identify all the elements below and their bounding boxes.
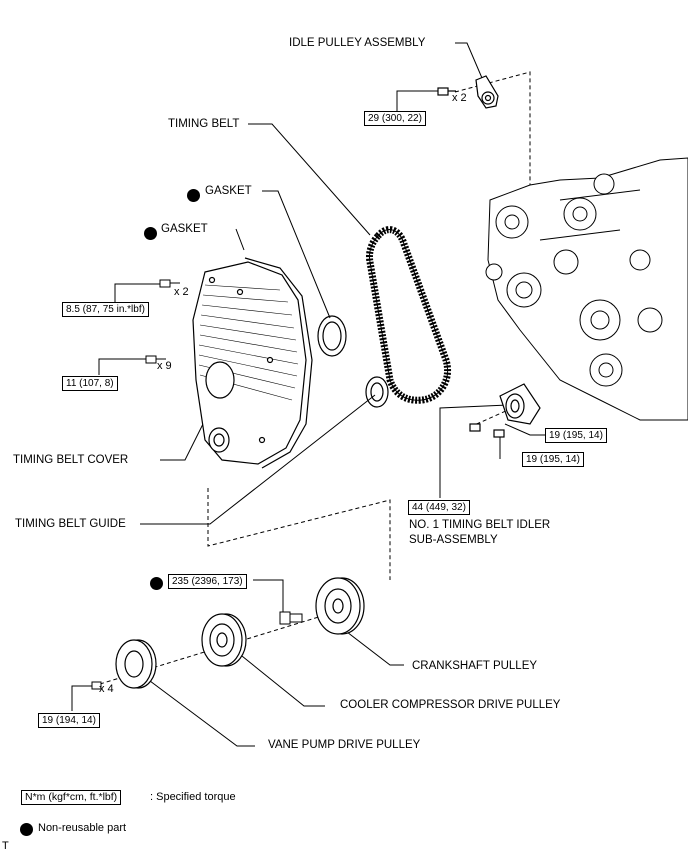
torque-cover-lower: 11 (107, 8) xyxy=(62,376,118,391)
leader-torque-cover-upper xyxy=(114,283,160,302)
cover-bolts xyxy=(145,279,180,364)
leader-torque-crank xyxy=(253,579,284,612)
qty-idle-pulley: x 2 xyxy=(452,92,467,104)
leader-gasket-1 xyxy=(262,190,331,319)
nonreusable-icon xyxy=(187,189,200,202)
cooler-compressor-pulley-part xyxy=(201,613,247,667)
label-idler-sub-line2: SUB-ASSEMBLY xyxy=(409,534,498,546)
engine-block xyxy=(485,157,688,421)
torque-crank-bolt: 235 (2396, 173) xyxy=(168,574,247,589)
idle-pulley-part xyxy=(437,75,499,109)
qty-cover-upper: x 2 xyxy=(174,286,189,298)
leader-crank xyxy=(346,631,404,666)
vane-bolt-part xyxy=(91,681,102,690)
qty-cover-lower: x 9 xyxy=(157,360,172,372)
leader-torque-idle xyxy=(396,90,438,111)
label-idle-pulley: IDLE PULLEY ASSEMBLY xyxy=(289,37,426,49)
leader-idle-pulley xyxy=(455,42,483,79)
legend-torque-box: N*m (kgf*cm, ft.*lbf) xyxy=(21,790,122,805)
dash-guide-box xyxy=(207,488,391,580)
leader-torque-cover-lower xyxy=(98,358,146,375)
label-timing-belt: TIMING BELT xyxy=(168,118,240,130)
label-idler-sub-line1: NO. 1 TIMING BELT IDLER xyxy=(409,519,551,531)
leader-cover xyxy=(160,419,206,461)
label-cooler-pulley: COOLER COMPRESSOR DRIVE PULLEY xyxy=(340,699,561,711)
nonreusable-icon xyxy=(144,227,157,240)
torque-idler-bolt-a: 19 (195, 14) xyxy=(545,428,607,443)
gasket-ring-part xyxy=(317,315,347,357)
label-gasket-1: GASKET xyxy=(205,185,252,197)
leader-torque-idler-a xyxy=(504,423,545,436)
torque-cover-upper: 8.5 (87, 75 in.*lbf) xyxy=(62,302,149,317)
qty-vane-bolts: x 4 xyxy=(99,683,114,695)
label-crankshaft-pulley: CRANKSHAFT PULLEY xyxy=(412,660,538,672)
corner-mark: T xyxy=(2,840,9,852)
leader-timing-belt xyxy=(248,123,371,236)
torque-idle-pulley: 29 (300, 22) xyxy=(364,111,426,126)
leader-vane xyxy=(141,674,255,747)
leader-guide xyxy=(140,394,376,525)
timing-belt-cover-part xyxy=(192,257,313,469)
torque-idler-main: 44 (449, 32) xyxy=(408,500,470,515)
dash-idle xyxy=(454,71,531,200)
timing-belt-guide-part xyxy=(365,376,389,408)
label-timing-belt-guide: TIMING BELT GUIDE xyxy=(15,518,126,530)
legend-nonreusable-text: Non-reusable part xyxy=(38,822,127,834)
nonreusable-icon xyxy=(20,823,33,836)
timing-belt-part xyxy=(366,226,451,404)
legend-torque-text: : Specified torque xyxy=(150,791,236,803)
vane-pump-pulley-part xyxy=(115,639,157,689)
crank-bolt-part xyxy=(279,611,303,625)
leader-gasket-2 xyxy=(235,228,245,251)
leader-idler xyxy=(439,404,509,498)
nonreusable-icon xyxy=(150,577,163,590)
crankshaft-pulley-part xyxy=(315,577,365,635)
label-gasket-2: GASKET xyxy=(161,223,208,235)
torque-idler-bolt-b: 19 (195, 14) xyxy=(522,452,584,467)
leader-torque-vane xyxy=(71,685,92,711)
label-vane-pulley: VANE PUMP DRIVE PULLEY xyxy=(268,739,421,751)
label-timing-belt-cover: TIMING BELT COVER xyxy=(13,454,129,466)
leader-cooler xyxy=(231,647,325,707)
idler-subassembly-part xyxy=(469,383,541,438)
torque-vane-bolts: 19 (194, 14) xyxy=(38,713,100,728)
